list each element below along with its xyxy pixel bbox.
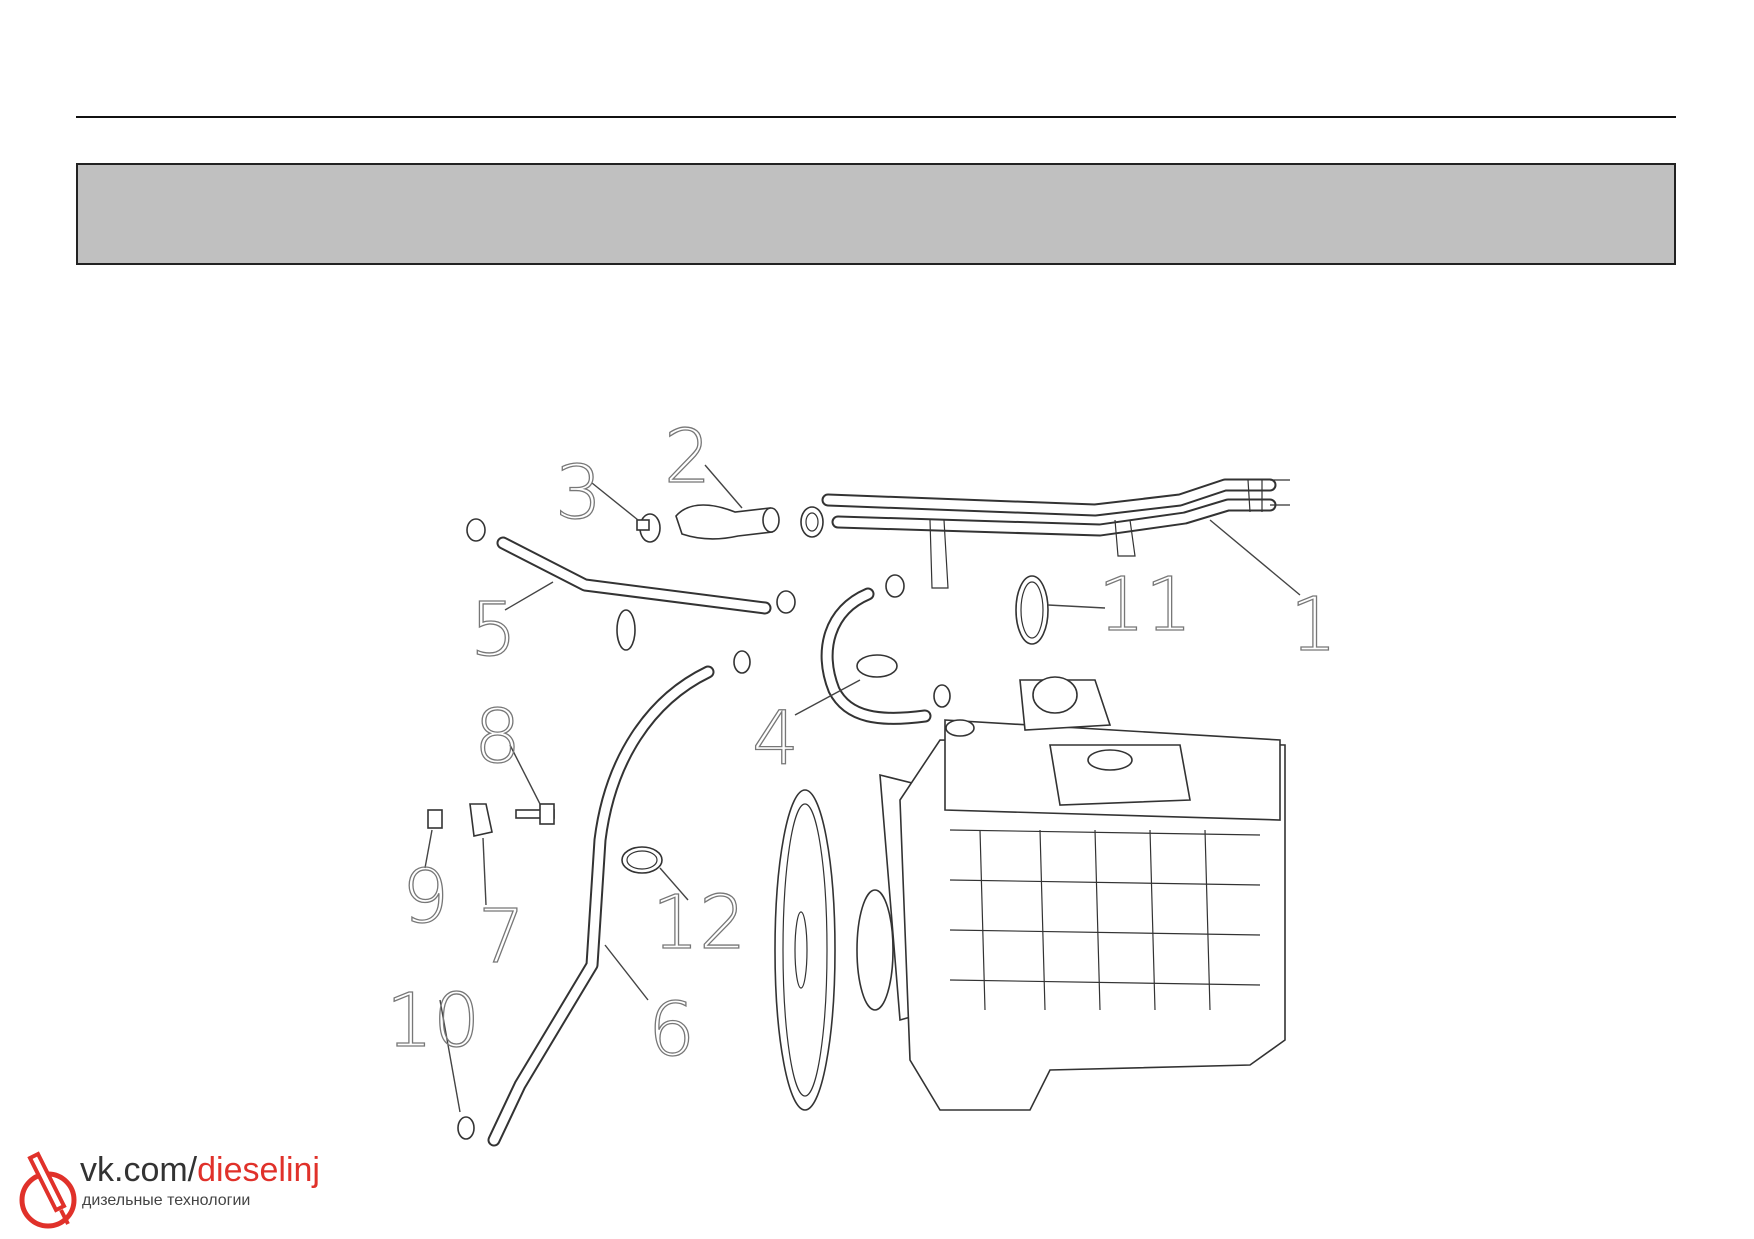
- callout-numbers: 1 2 3 4 5 6 7 8 9 10 11 12: [385, 413, 1337, 1073]
- part-3-clamp: [636, 513, 661, 543]
- leader-1: [1209, 519, 1301, 596]
- leader-12: [659, 867, 689, 901]
- leader-5: [504, 581, 554, 611]
- callout-3: 3: [555, 450, 602, 536]
- part-1-pipe: [821, 478, 1290, 589]
- callout-12: 12: [652, 880, 746, 966]
- callout-6: 6: [648, 987, 695, 1073]
- leader-lines: [424, 464, 1301, 1113]
- leader-9: [424, 829, 433, 869]
- part-4-hose: [820, 574, 951, 725]
- callout-8: 8: [474, 694, 521, 780]
- part-5-pipe: [466, 518, 796, 651]
- callout-1: 1: [1290, 582, 1337, 668]
- leader-10: [439, 999, 461, 1113]
- watermark-url-accent: dieselinj: [197, 1151, 320, 1189]
- callout-4: 4: [752, 696, 799, 782]
- part-2-elbow-hose: [675, 504, 824, 540]
- leader-2: [704, 464, 743, 509]
- watermark-subtitle: дизельные технологии: [82, 1192, 251, 1209]
- watermark-url[interactable]: vk.com/dieselinj: [80, 1152, 320, 1188]
- callout-11: 11: [1098, 562, 1192, 648]
- part-12-ring: [621, 846, 663, 874]
- part-9-nut: [427, 809, 443, 829]
- callout-7: 7: [478, 894, 525, 980]
- part-11-ring: [1015, 575, 1049, 645]
- watermark: vk.com/dieselinj дизельные технологии: [18, 1148, 320, 1234]
- part-6-tube: [457, 650, 751, 1147]
- injector-logo-icon: [19, 1151, 77, 1229]
- part-7-bracket: [469, 803, 493, 837]
- leader-11: [1047, 604, 1106, 609]
- leader-4: [794, 679, 861, 716]
- watermark-url-prefix: vk.com/: [80, 1151, 198, 1189]
- leader-6: [604, 944, 649, 1001]
- callout-5: 5: [470, 587, 517, 673]
- leader-7: [482, 837, 487, 906]
- callout-10: 10: [386, 978, 480, 1064]
- header-band: [76, 163, 1676, 265]
- engine-block: [774, 676, 1286, 1111]
- part-8-bolt: [515, 803, 555, 825]
- callout-2: 2: [664, 414, 711, 500]
- leader-3: [591, 482, 639, 521]
- callout-9: 9: [402, 854, 449, 940]
- leader-8: [509, 744, 541, 805]
- top-rule: [76, 116, 1676, 118]
